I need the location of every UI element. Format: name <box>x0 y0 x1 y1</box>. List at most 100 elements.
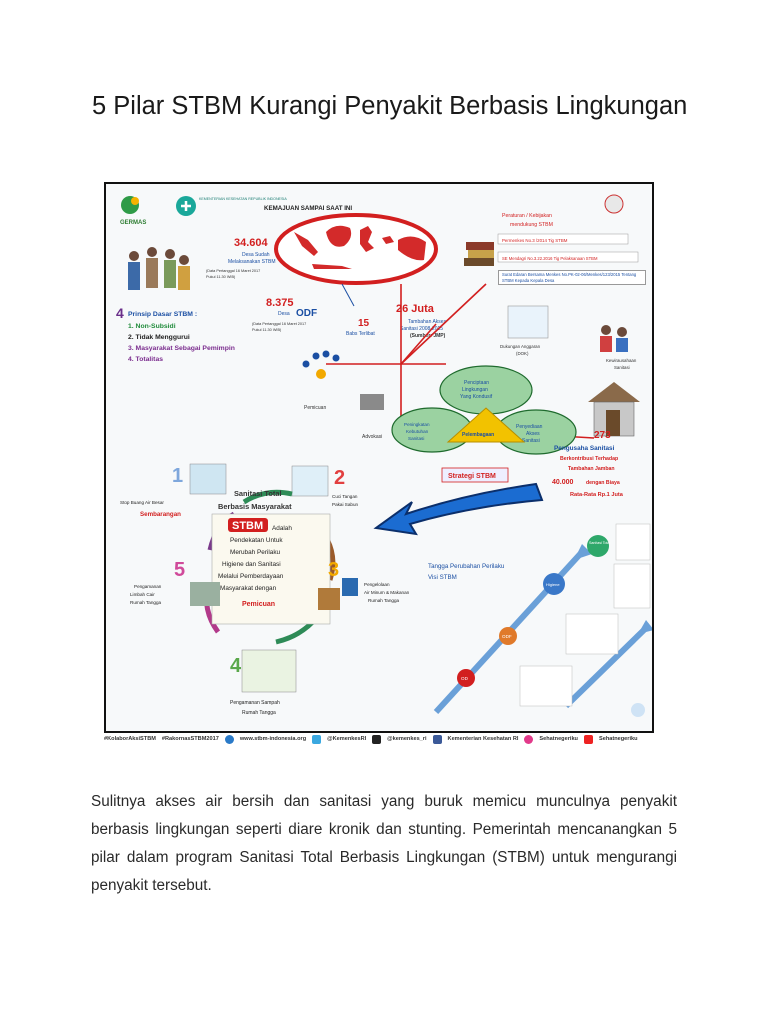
pelembagaan-triangle <box>446 407 526 443</box>
stat-desa-stbm-note-2: Pukul 11.30 WIB) <box>206 275 236 279</box>
footer-twitter: @KemenkesRI <box>327 736 367 742</box>
budget-label: Dukungan Anggaran <box>500 344 541 349</box>
footer-hashtag: #RakornasSTBM2017 <box>161 736 219 742</box>
big-blue-arrow <box>373 482 544 536</box>
stat-desa-stbm-label-2: Melaksanakan STBM <box>228 259 276 265</box>
pillar-3-water-icon <box>342 578 358 596</box>
strategy-kebutuhan-label: Peningkatan <box>404 422 430 427</box>
stbm-definition-heading-2: Berbasis Masyarakat <box>218 502 292 511</box>
ladder-step-sanitasi-total <box>587 535 609 557</box>
stat-odf-note: (Data Pertanggal 16 Maret 2017 <box>252 322 306 326</box>
pillar-5-label-3: Rumah Tangga <box>130 600 162 605</box>
pillar-3-number: 3 <box>328 559 339 581</box>
stat-desa-stbm-label: Desa Sudah <box>242 252 270 258</box>
principle-item: 3. Masyarakat Sebagai Pemimpin <box>128 345 235 352</box>
strategy-kondusif-label: Yang Kondusif <box>460 394 493 400</box>
stbm-definition-box <box>211 513 331 625</box>
pemicuan-people-icon <box>302 350 340 379</box>
wirausaha-market-label: Kewirausahaan <box>606 358 637 363</box>
footer-hashtag: #KolaborAksiSTBM <box>104 736 156 742</box>
ladder-note-box <box>613 563 651 609</box>
strategy-kondusif-label: Lingkungan <box>462 387 488 393</box>
stat-odf-note-2: Pukul 11.30 WIB) <box>252 328 282 332</box>
advokasi-meeting-icon <box>360 394 384 410</box>
toilet-house-icon <box>588 382 640 437</box>
pillar-2-label-2: Pakai Sabun <box>332 502 358 507</box>
budget-label-2: (DOK) <box>516 351 529 356</box>
footer-youtube: Sehatnegeriku <box>598 736 638 742</box>
pillar-5-label: Pengamanan <box>134 584 162 589</box>
principle-item: 1. Non-Subsidi <box>128 323 176 330</box>
pillar-3-image <box>318 588 340 610</box>
stbm-definition-line: Melalui Pemberdayaan <box>218 573 284 580</box>
infographic-canvas: GERMAS KEMENTERIAN KESEHATAN REPUBLIK IN… <box>116 194 652 717</box>
stbm-infographic: GERMAS KEMENTERIAN KESEHATAN REPUBLIK IN… <box>104 182 654 733</box>
advokasi-label: Advokasi <box>362 434 382 440</box>
flickr-icon <box>524 734 534 744</box>
pillar-1-number: 1 <box>172 465 183 487</box>
twitter-icon <box>312 734 322 744</box>
facebook-icon <box>432 734 442 744</box>
pillar-4-number: 4 <box>230 655 242 677</box>
map-title: KEMAJUAN SAMPAI SAAT INI <box>264 205 352 212</box>
article-body: Sulitnya akses air bersih dan sanitasi y… <box>91 793 677 894</box>
ladder-step-odf-label: ODF <box>502 634 512 639</box>
community-people-icon <box>128 247 190 290</box>
wirausaha-amount-suffix: dengan Biaya <box>586 480 620 486</box>
stbm-emblem-icon <box>604 194 624 214</box>
wirausaha-line: Berkontribusi Terhadap <box>560 456 618 462</box>
regulation-title: Peraturan / Kebijakan <box>502 213 552 219</box>
germas-logo-text: GERMAS <box>120 220 146 226</box>
pillar-2-image <box>291 465 329 497</box>
strategy-kebutuhan <box>391 407 473 453</box>
wirausaha-line-2: Tambahan Jamban <box>568 466 615 472</box>
stbm-definition-line: Pendekatan Untuk <box>230 537 283 544</box>
globe-icon <box>224 734 234 744</box>
principles-title: Prinsip Dasar STBM : <box>128 311 197 318</box>
strategy-akses-label: Sanitasi <box>522 438 540 444</box>
regulation-item: SE Mendagri No.3.22.2016 Tig Pelaksanaan… <box>502 256 598 261</box>
strategy-akses-label: Penyediaan <box>516 424 543 430</box>
strategy-akses-label: Akses <box>526 431 540 437</box>
stat-bab-value: 15 <box>358 318 370 329</box>
wirausaha-amount: 40.000 <box>552 479 574 486</box>
ladder-title-2: Visi STBM <box>428 574 457 581</box>
principles-number: 4 <box>116 305 124 321</box>
stbm-badge <box>228 518 268 532</box>
stat-juta-label-2: Sanitasi 2008-2015 <box>400 326 443 332</box>
strategy-label-box <box>441 467 509 483</box>
stat-desa-stbm-value: 34.604 <box>234 237 269 249</box>
footer-flickr: Sehatnegeriku <box>539 736 578 742</box>
strategy-kebutuhan-label: Sanitasi <box>408 436 424 441</box>
stbm-definition-pemicuan: Pemicuan <box>242 601 275 608</box>
stbm-small-logo-icon <box>631 703 645 717</box>
ladder-title: Tangga Perubahan Perilaku <box>428 563 505 570</box>
stat-juta-source: (Sumber: JMP) <box>410 333 446 339</box>
page-title: 5 Pilar STBM Kurangi Penyakit Berbasis L… <box>92 92 688 120</box>
stbm-definition-line: Adalah <box>272 525 292 532</box>
social-footer-bar: #KolaborAksiSTBM #RakornasSTBM2017 www.s… <box>104 732 674 746</box>
pillar-5-image <box>190 582 220 606</box>
pillar-4-image <box>241 649 297 693</box>
pillar-4-label-2: Rumah Tangga <box>242 710 276 716</box>
stat-bab-label: Babs Terlibat <box>346 331 375 337</box>
strategy-kebutuhan-label: Kebutuhan <box>406 429 429 434</box>
wirausaha-title: Pengusaha Sanitasi <box>554 445 615 452</box>
stat-desa-stbm-note: (Data Pertanggal 16 Maret 2017 <box>206 269 260 273</box>
instagram-icon <box>372 734 382 744</box>
ladder-note-box <box>565 613 619 655</box>
stat-juta-label: Tambahan Akses <box>408 319 447 325</box>
pillar-1-image <box>189 463 227 495</box>
stbm-badge-label: STBM <box>232 520 263 532</box>
pillar-2-number: 2 <box>334 467 345 489</box>
odf-badge: ODF <box>296 308 317 319</box>
footer-instagram: @kemenkes_ri <box>387 736 427 742</box>
stbm-definition-line: Higiene dan Sanitasi <box>222 561 281 568</box>
pillar-1-label: Stop Buang Air Besar <box>120 500 164 505</box>
indonesia-map <box>294 225 426 269</box>
ladder-step-odf <box>499 627 517 645</box>
ladder-step-higiene-label: Higiene <box>546 582 560 587</box>
wirausaha-cost: Rata-Rata Rp.1 Juta <box>570 492 624 498</box>
wirausaha-value: 273 <box>594 430 611 441</box>
pillar-3-label-2: Air Minum & Makanan <box>364 590 410 595</box>
